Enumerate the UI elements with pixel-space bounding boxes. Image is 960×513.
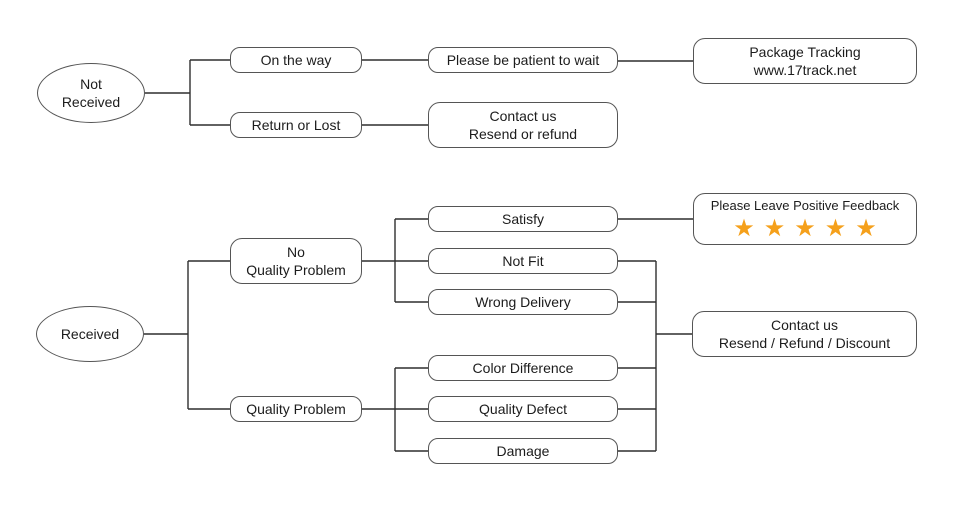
- node-contact-resend-refund-discount: Contact us Resend / Refund / Discount: [692, 311, 917, 357]
- node-label: Not: [80, 75, 102, 92]
- node-positive-feedback: Please Leave Positive Feedback ★★★★★: [693, 193, 917, 245]
- node-label: Contact us: [489, 107, 557, 124]
- node-quality-defect: Quality Defect: [428, 396, 618, 422]
- node-label: Return or Lost: [251, 116, 341, 133]
- node-please-be-patient: Please be patient to wait: [428, 47, 618, 73]
- node-package-tracking: Package Tracking www.17track.net: [693, 38, 917, 84]
- node-label: Quality Defect: [479, 400, 567, 417]
- node-label: Quality Problem: [246, 400, 346, 417]
- node-label: Contact us: [771, 316, 838, 333]
- tracking-url: www.17track.net: [753, 62, 857, 78]
- node-label: Damage: [496, 442, 550, 459]
- star-rating-icons: ★★★★★: [733, 213, 886, 242]
- node-label: Please be patient to wait: [446, 51, 600, 68]
- node-label: Please Leave Positive Feedback: [710, 198, 900, 214]
- node-on-the-way: On the way: [230, 47, 362, 73]
- node-not-received: Not Received: [37, 63, 145, 123]
- node-label: Package Tracking: [749, 43, 861, 60]
- node-quality-problem: Quality Problem: [230, 396, 362, 422]
- node-label: Resend / Refund / Discount: [718, 335, 891, 351]
- node-label: Satisfy: [501, 210, 544, 227]
- node-label: No: [287, 243, 305, 260]
- node-satisfy: Satisfy: [428, 206, 618, 232]
- node-label: Received: [60, 325, 120, 342]
- node-label: Wrong Delivery: [475, 293, 571, 310]
- node-received: Received: [36, 306, 144, 362]
- node-label: Received: [61, 94, 121, 110]
- edge-lines: [144, 59, 693, 452]
- node-label: Color Difference: [472, 359, 574, 376]
- node-label: Quality Problem: [246, 262, 346, 278]
- node-return-or-lost: Return or Lost: [230, 112, 362, 138]
- node-label: On the way: [260, 51, 332, 68]
- node-no-quality-problem: No Quality Problem: [230, 238, 362, 284]
- node-label: Not Fit: [502, 252, 544, 269]
- node-label: Resend or refund: [468, 126, 578, 142]
- node-damage: Damage: [428, 438, 618, 464]
- node-contact-resend-refund: Contact us Resend or refund: [428, 102, 618, 148]
- node-color-difference: Color Difference: [428, 355, 618, 381]
- node-not-fit: Not Fit: [428, 248, 618, 274]
- node-wrong-delivery: Wrong Delivery: [428, 289, 618, 315]
